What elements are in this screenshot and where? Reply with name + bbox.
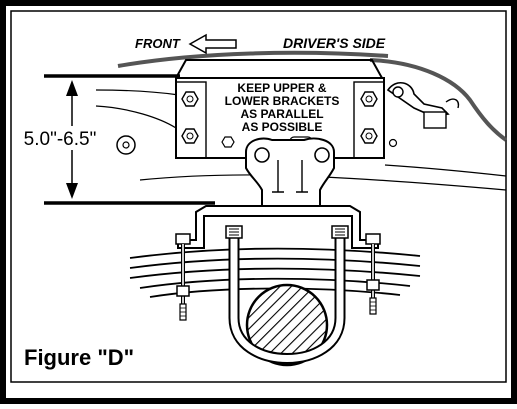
instruction-line-4: AS POSSIBLE	[242, 120, 323, 134]
upper-bracket-mount-left	[175, 81, 207, 159]
u-bolt-nut-right	[331, 225, 349, 239]
instruction-line-1: KEEP UPPER &	[237, 81, 326, 95]
u-bolt-nut-left	[225, 225, 243, 239]
pivot-hole-right	[314, 147, 330, 163]
upper-bolt	[360, 128, 378, 144]
front-label: FRONT	[135, 36, 181, 51]
cab-outline-top	[117, 50, 389, 68]
dimension-arrow-up	[66, 80, 78, 96]
dimension-arrow-down	[66, 183, 78, 199]
front-arrow-icon	[188, 33, 237, 55]
upper-bolt	[181, 128, 199, 144]
instruction-line-2: LOWER BRACKETS	[225, 94, 340, 108]
upper-bracket-flange	[175, 59, 383, 79]
small-hole	[388, 138, 398, 148]
frame-rail-line	[384, 164, 507, 177]
mount-hole	[116, 135, 136, 155]
hose-line	[369, 58, 507, 142]
latch-clip	[386, 82, 460, 129]
upper-bolt	[360, 91, 378, 107]
clamp-bolt-right	[365, 233, 381, 315]
axle	[245, 283, 329, 367]
clamp-bolt-left	[175, 233, 191, 321]
figure-caption: Figure "D"	[24, 345, 134, 370]
drivers-side-label: DRIVER'S SIDE	[283, 35, 386, 51]
pivot-hole-left	[254, 147, 270, 163]
inner-frame	[10, 10, 507, 383]
center-nut	[221, 136, 235, 148]
instruction-line-3: AS PARALLEL	[240, 107, 323, 121]
upper-bracket-mount-right	[353, 81, 385, 159]
upper-bolt	[181, 91, 199, 107]
body-sweep-line-lower	[95, 105, 177, 129]
dimension-label: 5.0"-6.5"	[24, 129, 97, 150]
